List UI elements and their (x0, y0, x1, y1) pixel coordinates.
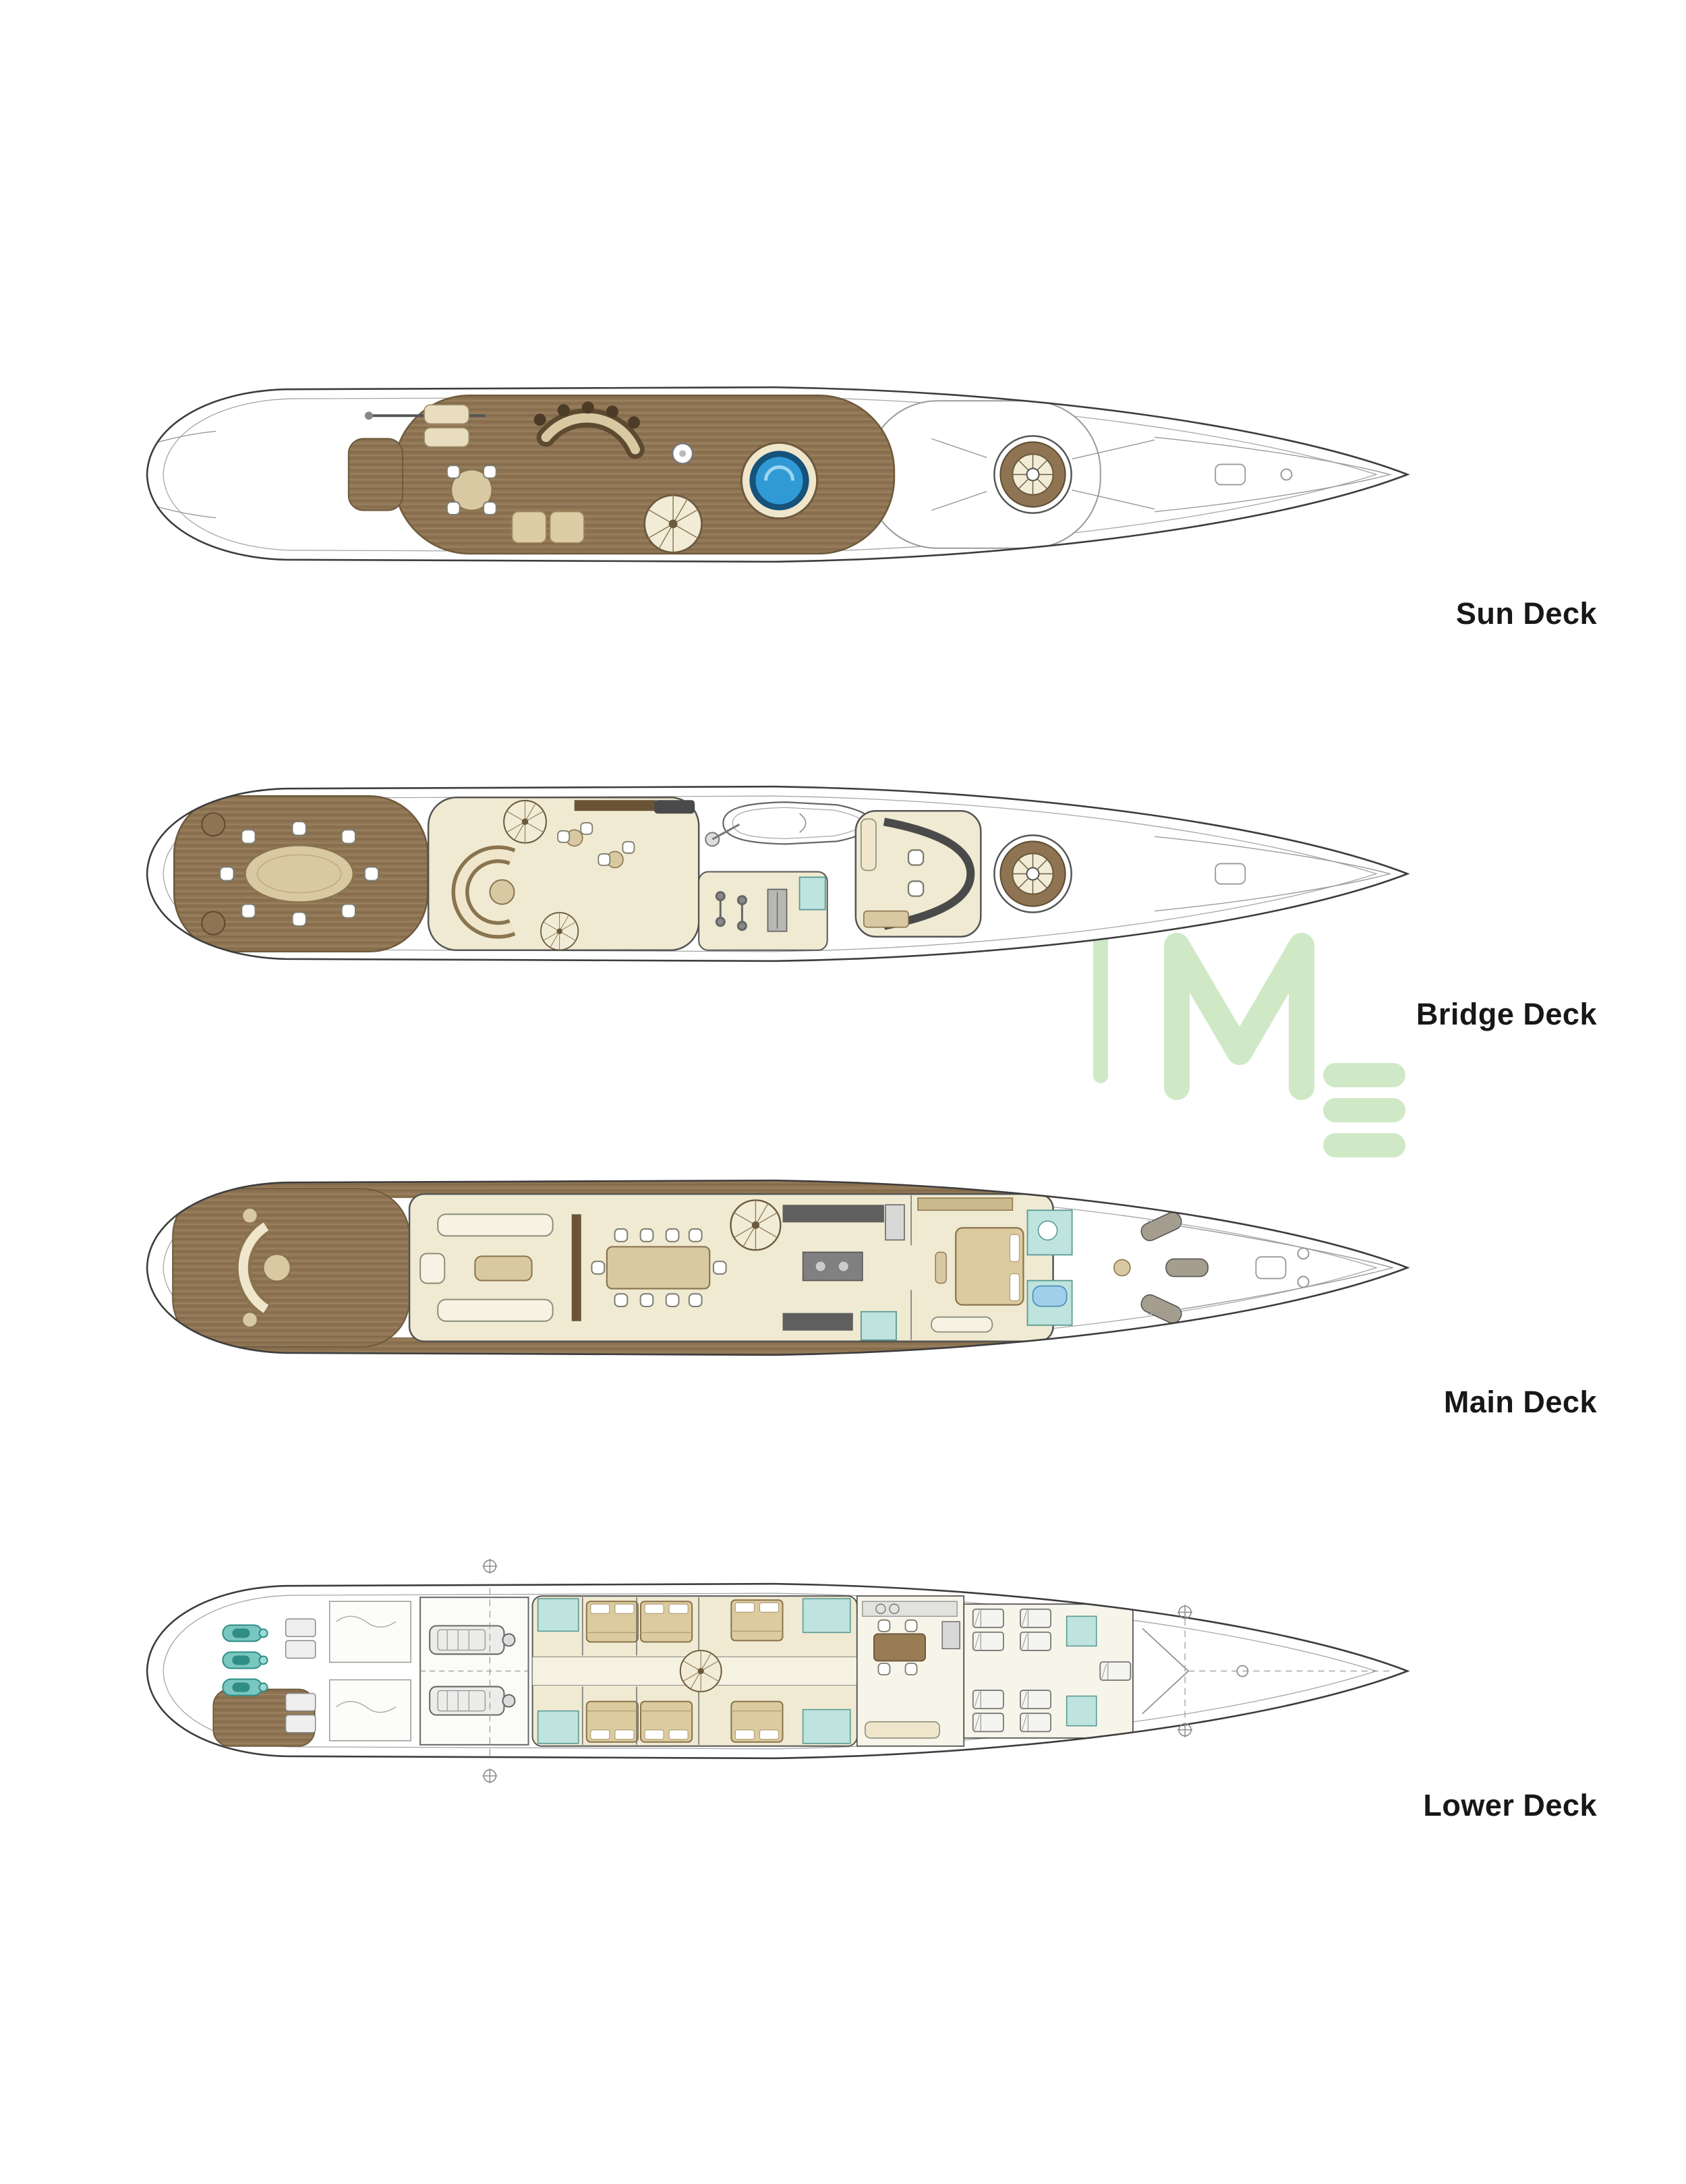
crew-bunk (972, 1713, 1004, 1733)
spiral-staircase (503, 799, 547, 844)
deck-label-main: Main Deck (1443, 1385, 1597, 1419)
tender-crane (705, 823, 740, 847)
wardrobe (917, 1197, 1014, 1211)
game-tables (557, 822, 635, 869)
vip-bathroom (802, 1598, 851, 1634)
engine (429, 1625, 516, 1655)
crew-mess-galley (856, 1595, 965, 1747)
watermark-letter-m (1164, 933, 1314, 1100)
galley (782, 1204, 905, 1331)
gym (698, 871, 828, 951)
engine (429, 1686, 516, 1716)
windlass (1297, 1247, 1310, 1260)
guest-bed (639, 1700, 693, 1743)
guest-bathroom (537, 1710, 579, 1744)
windlass (1280, 468, 1293, 481)
tv-wall (571, 1214, 581, 1321)
guest-bathroom (537, 1598, 579, 1632)
tender-boat (722, 801, 877, 845)
crew-bunk (1020, 1690, 1051, 1710)
frame-datums (489, 1584, 1186, 1758)
crew-bunk (1020, 1713, 1051, 1733)
windlass (1297, 1275, 1310, 1288)
foredeck-hatch (1215, 463, 1246, 486)
alfresco-dining (219, 821, 380, 927)
deck-label-sun: Sun Deck (1455, 596, 1597, 631)
spiral-staircase (730, 1199, 782, 1251)
sun-loungers (424, 404, 470, 448)
helm-console (883, 817, 975, 930)
watermark-letter-e (1323, 1063, 1405, 1157)
deck-label-lower: Lower Deck (1423, 1788, 1597, 1822)
guest-bed (639, 1601, 693, 1643)
day-head (798, 876, 826, 911)
bow-bulwark-lines (1147, 1220, 1395, 1315)
captain-chair (907, 880, 925, 897)
master-suite (917, 1197, 1024, 1333)
deck-label-bridge: Bridge Deck (1416, 997, 1597, 1031)
crew-bunk (972, 1631, 1004, 1651)
vip-bed (730, 1700, 784, 1743)
crew-bathroom (1066, 1695, 1097, 1727)
foredeck-hatch (1255, 1256, 1287, 1280)
crow-nest-pod (993, 834, 1072, 913)
sun-deck-plan (146, 386, 1409, 563)
master-bathroom (1026, 1209, 1073, 1326)
guest-cabins (531, 1595, 858, 1747)
main-deck-plan (146, 1179, 1409, 1356)
vip-bed (730, 1599, 784, 1642)
crew-bunk (1099, 1661, 1132, 1681)
foredeck-hatch (1215, 863, 1246, 885)
watermark-letter-i (1093, 923, 1108, 1083)
bridge-deck-plan (146, 785, 1409, 962)
guest-bed (585, 1601, 639, 1643)
foredeck-loungers (1113, 1211, 1209, 1324)
sky-lounge (427, 796, 700, 952)
lower-deck-plan (146, 1558, 1409, 1784)
mess-table (873, 1633, 926, 1662)
bar-counter (654, 800, 695, 814)
dining-area (591, 1228, 727, 1307)
tender-garage (212, 1618, 316, 1747)
sun-deck-bar (533, 401, 645, 459)
crew-cabins (963, 1603, 1134, 1739)
storage-lockers (329, 1601, 411, 1742)
captain-chair (907, 849, 925, 866)
vip-bathroom (802, 1708, 851, 1744)
crow-nest-pod (993, 435, 1072, 514)
crew-bunk (1020, 1631, 1051, 1651)
crew-bunk (972, 1608, 1004, 1628)
wheelhouse (854, 810, 982, 938)
side-table (201, 911, 226, 936)
side-table (201, 812, 226, 837)
crew-bunk (972, 1690, 1004, 1710)
bow-bulwark-lines (1154, 836, 1392, 912)
bathtub (1032, 1285, 1068, 1307)
crew-bunk (1020, 1608, 1051, 1628)
spiral-staircase (643, 494, 703, 554)
bow-chain-locker (1142, 1628, 1390, 1715)
gym-equipment (715, 888, 788, 932)
day-head (860, 1311, 897, 1341)
spiral-staircase (679, 1650, 722, 1692)
mast-base (671, 442, 694, 465)
aft-deck-seating (235, 1207, 291, 1328)
engine-room (419, 1597, 529, 1746)
lounge-seating (451, 845, 516, 939)
sun-deck-table (446, 465, 497, 516)
crew-bathroom (1066, 1615, 1097, 1647)
sun-pads (511, 511, 585, 544)
spiral-staircase (540, 912, 579, 951)
datum-marker (482, 1768, 498, 1784)
tv-cabinet (574, 800, 656, 811)
jacuzzi (740, 441, 819, 520)
salon (419, 1213, 581, 1322)
guest-bed (585, 1700, 639, 1743)
datum-marker (482, 1558, 498, 1574)
bow-bulwark-lines (1154, 436, 1392, 513)
master-bed (955, 1227, 1024, 1306)
